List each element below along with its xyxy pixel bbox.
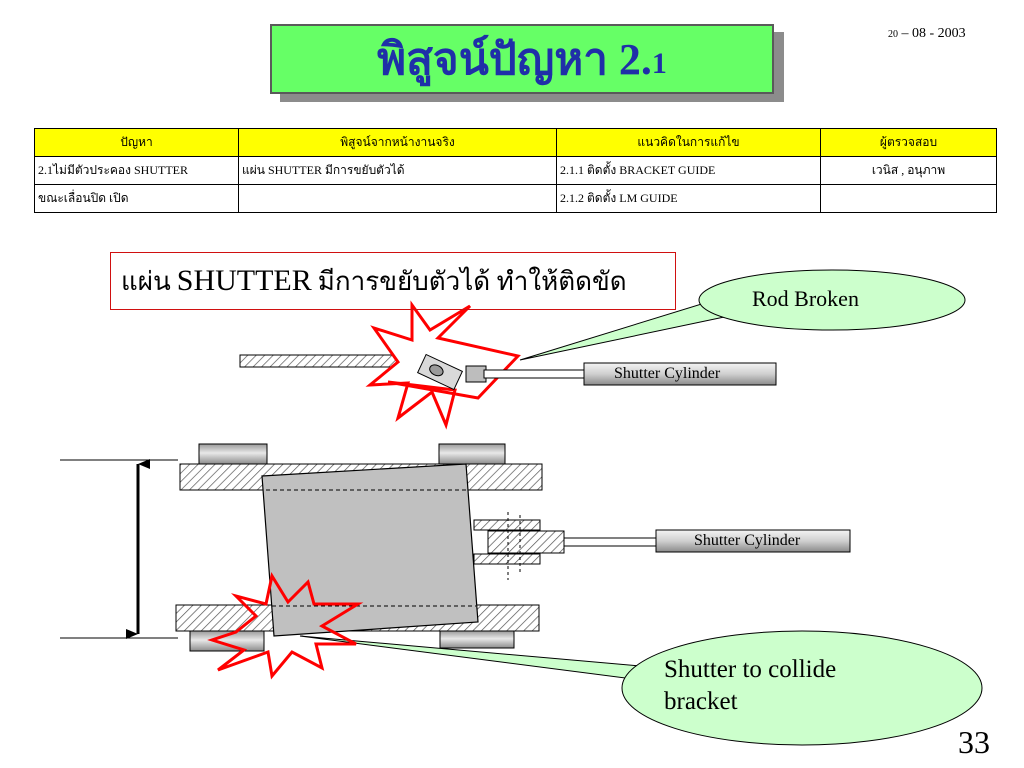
slide-title: พิสูจน์ปัญหา 2.1	[270, 24, 774, 94]
table-cell: 2.1.1 ติดตั้ง BRACKET GUIDE	[556, 156, 821, 185]
header-problem: ปัญหา	[34, 128, 239, 157]
rod-callout-bubble	[698, 269, 966, 331]
table-cell: 2.1.2 ติดตั้ง LM GUIDE	[556, 184, 821, 213]
problem-note: แผ่น SHUTTER มีการขยับตัวได้ ทำให้ติดขัด	[110, 252, 676, 310]
bottom-block-right	[439, 630, 515, 649]
table-header-row: ปัญหา พิสูจน์จากหน้างานจริง แนวคิดในการแ…	[34, 128, 997, 157]
collision-burst-icon	[207, 572, 364, 680]
table-row: ขณะเลื่อนปิด เปิด 2.1.2 ติดตั้ง LM GUIDE	[34, 184, 997, 213]
shutter-cylinder-top	[583, 362, 777, 386]
header-proof: พิสูจน์จากหน้างานจริง	[238, 128, 557, 157]
table-cell: เวนิส , อนุภาพ	[820, 156, 997, 185]
table-cell	[238, 184, 557, 213]
cylinder-label-bottom: Shutter Cylinder	[694, 532, 801, 549]
date-label: 20 – 08 - 2003	[888, 26, 966, 42]
collide-label: Shutter to collide bracket	[664, 654, 836, 718]
note-pre: แผ่น	[121, 266, 171, 296]
table-cell: แผ่น SHUTTER มีการขยับตัวได้	[238, 156, 557, 185]
note-big: SHUTTER	[176, 264, 312, 297]
bottom-block-left	[189, 630, 265, 652]
page-number: 33	[958, 724, 990, 760]
title-sub: 1	[651, 47, 667, 80]
collide-line-1: Shutter to collide	[664, 656, 837, 683]
piston-rod-top	[483, 369, 585, 379]
cylinder-label-top: Shutter Cylinder	[614, 365, 721, 382]
table-cell	[820, 184, 997, 213]
rod-end-joint	[416, 353, 464, 391]
rod-stub	[465, 365, 487, 383]
table-row: 2.1ไม่มีตัวประคอง SHUTTER แผ่น SHUTTER ม…	[34, 156, 997, 185]
collide-line-2: bracket	[664, 688, 738, 715]
rod-broken-label: Rod Broken	[752, 286, 859, 311]
date-rest: – 08 - 2003	[898, 26, 966, 41]
shutter-cylinder-bottom	[655, 529, 851, 553]
mount-bar-top	[473, 519, 541, 531]
mount-block	[487, 530, 565, 554]
collide-callout-bubble	[621, 630, 983, 746]
note-post: มีการขยับตัวได้ ทำให้ติดขัด	[317, 266, 627, 296]
issue-table: ปัญหา พิสูจน์จากหน้างานจริง แนวคิดในการแ…	[34, 128, 997, 213]
top-block-right	[438, 443, 506, 465]
mount-bar-bottom	[473, 553, 541, 565]
date-day: 20	[888, 29, 898, 40]
header-solution: แนวคิดในการแก้ไข	[556, 128, 821, 157]
top-block-left	[198, 443, 268, 465]
title-main: พิสูจน์ปัญหา 2.	[377, 35, 652, 84]
piston-rod-bottom	[563, 537, 661, 547]
